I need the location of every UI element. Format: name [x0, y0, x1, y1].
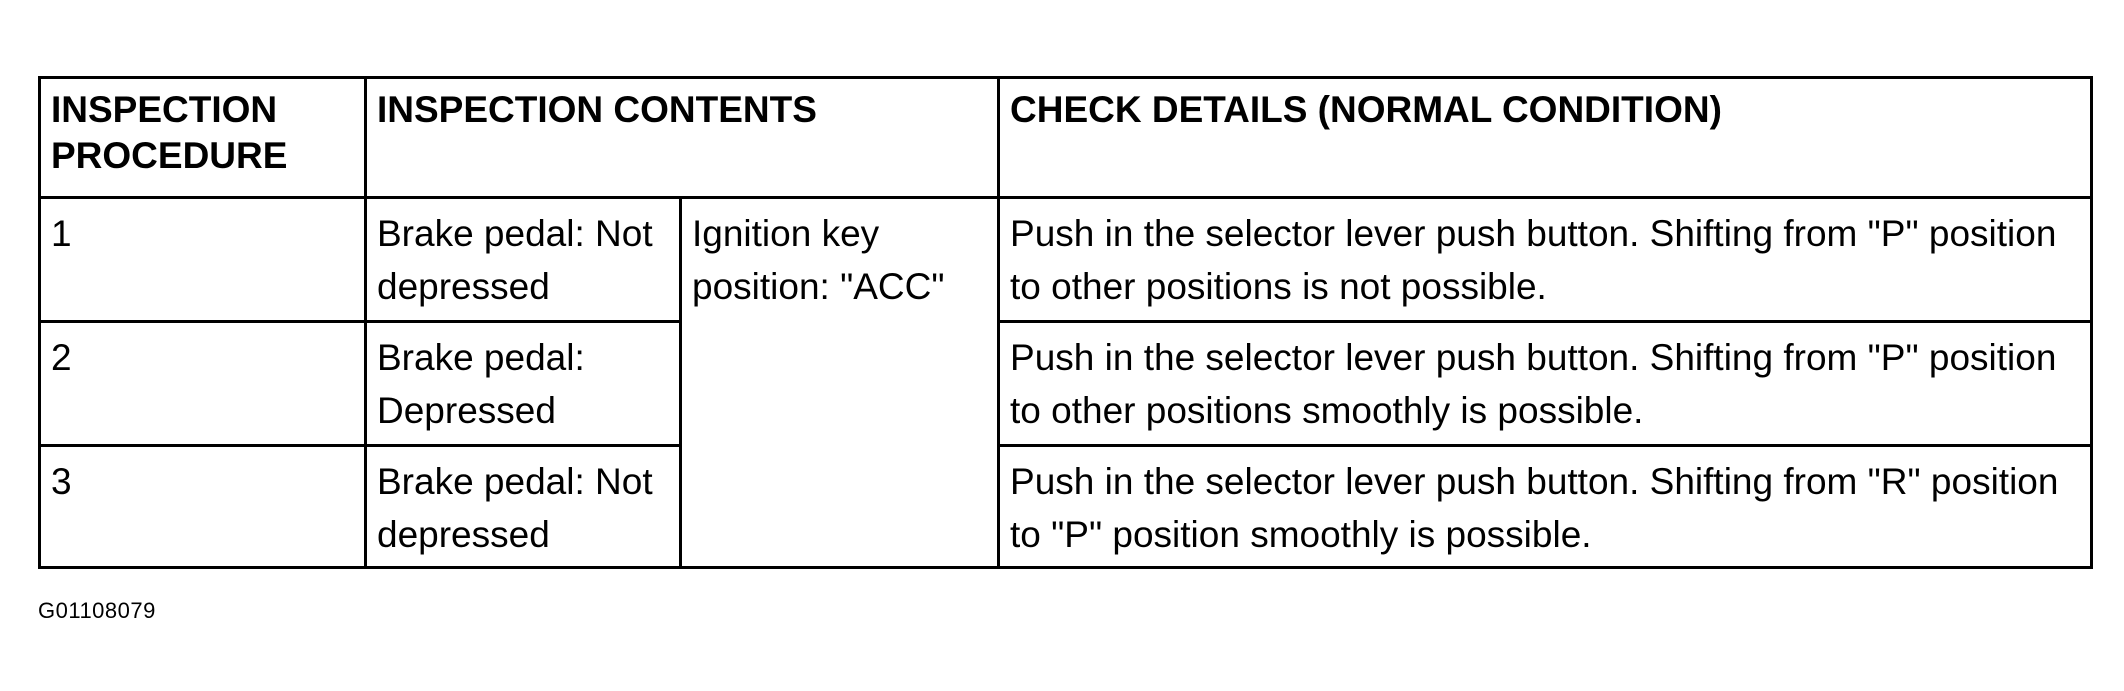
- header-inspection-procedure: INSPECTION PROCEDURE: [38, 76, 367, 199]
- header-row: INSPECTION PROCEDURE INSPECTION CONTENTS…: [38, 76, 2094, 199]
- header-check-details: CHECK DETAILS (NORMAL CONDITION): [997, 76, 2094, 199]
- check-details: Push in the selector lever push button. …: [997, 196, 2094, 323]
- inspection-table: INSPECTION PROCEDURE INSPECTION CONTENTS…: [38, 76, 2094, 569]
- brake-pedal-condition: Brake pedal: Not depressed: [364, 196, 682, 323]
- check-details: Push in the selector lever push button. …: [997, 320, 2094, 447]
- header-inspection-contents: INSPECTION CONTENTS: [363, 76, 1001, 199]
- ignition-key-position: Ignition key position: "ACC": [678, 196, 1001, 569]
- procedure-number: 1: [38, 196, 367, 323]
- brake-pedal-condition: Brake pedal: Depressed: [364, 320, 682, 447]
- procedure-number: 2: [38, 320, 367, 447]
- table-row: 3 Brake pedal: Not depressed Push in the…: [38, 444, 2094, 569]
- table-row: 2 Brake pedal: Depressed Push in the sel…: [38, 320, 2094, 447]
- table-row: 1 Brake pedal: Not depressed Ignition ke…: [38, 196, 2094, 569]
- check-details: Push in the selector lever push button. …: [997, 444, 2094, 569]
- brake-pedal-condition: Brake pedal: Not depressed: [364, 444, 682, 569]
- procedure-number: 3: [38, 444, 367, 569]
- figure-id: G01108079: [38, 598, 156, 623]
